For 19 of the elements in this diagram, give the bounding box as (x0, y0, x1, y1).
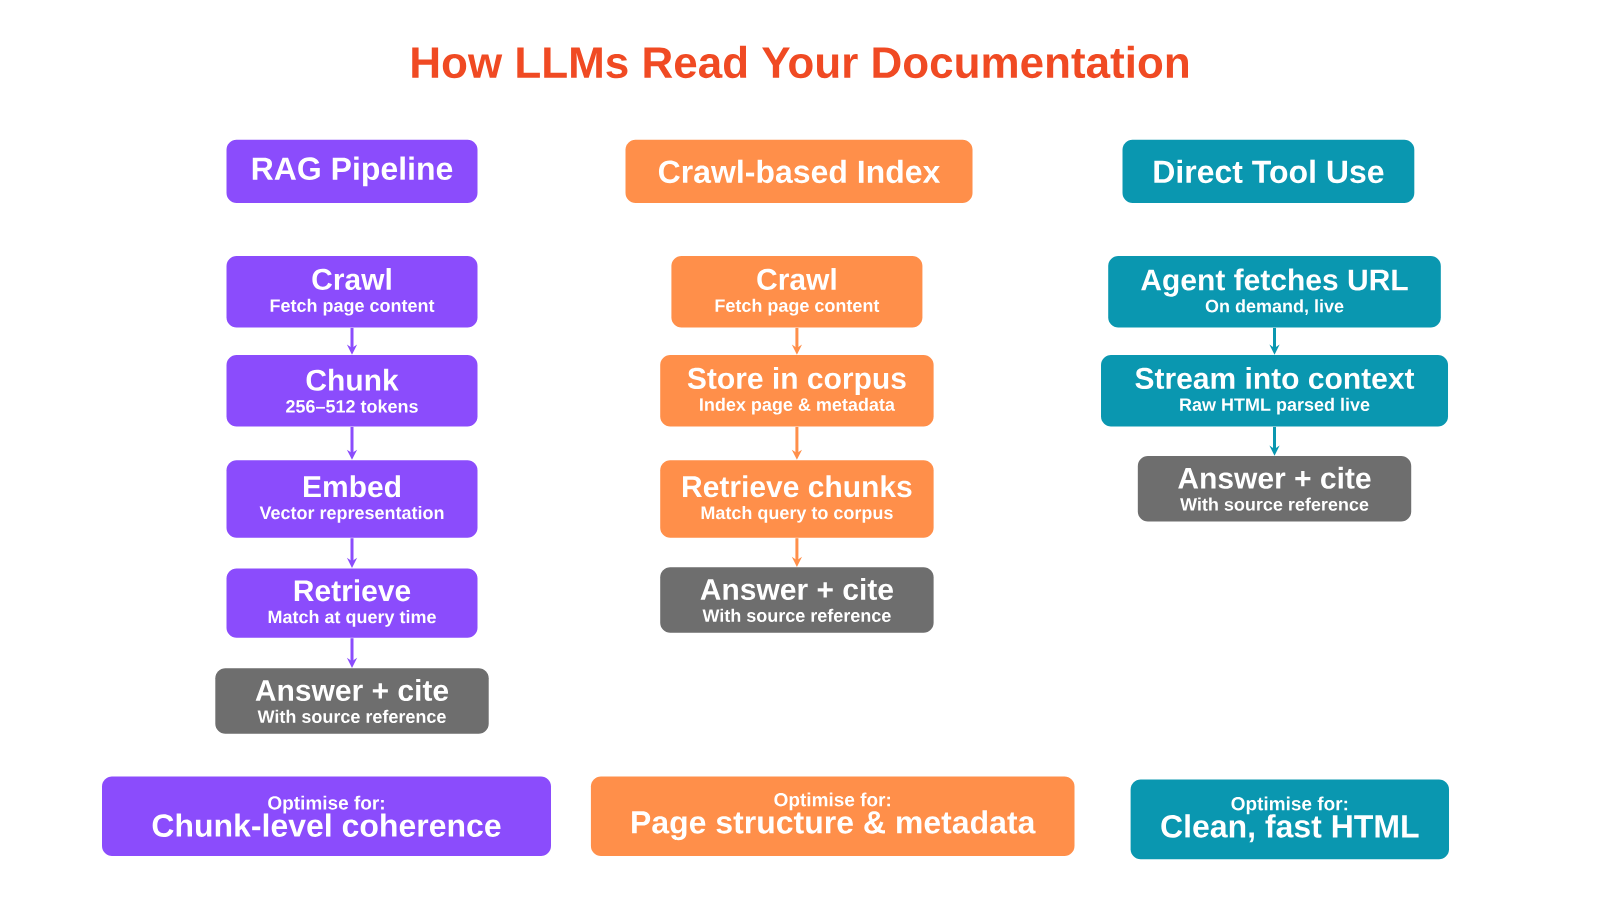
column-header: RAG Pipeline (226, 139, 478, 203)
process-box: Answer + cite With source reference (215, 668, 489, 734)
optimise-box: Optimise for: Page structure & metadata (590, 776, 1075, 857)
process-box: Crawl Fetch page content (671, 256, 923, 328)
process-box: Crawl Fetch page content (226, 256, 478, 328)
process-box: Embed Vector representation (226, 460, 478, 538)
process-box: Store in corpus Index page & metadata (660, 355, 934, 427)
process-box: Retrieve Match at query time (226, 568, 478, 638)
process-box: Retrieve chunks Match query to corpus (660, 460, 934, 538)
optimise-box: Optimise for: Chunk-level coherence (102, 776, 551, 857)
process-box: Answer + cite With source reference (1137, 456, 1412, 522)
process-box: Answer + cite With source reference (660, 567, 934, 633)
title: How LLMs Read Your Documentation (412, 45, 1188, 79)
process-box: Agent fetches URL On demand, live (1108, 256, 1441, 328)
process-box: Chunk 256–512 tokens (226, 355, 478, 427)
optimise-box: Optimise for: Clean, fast HTML (1130, 779, 1449, 860)
column-header: Direct Tool Use (1122, 139, 1415, 203)
column-header: Crawl-based Index (625, 139, 973, 203)
process-box: Stream into context Raw HTML parsed live (1101, 355, 1448, 427)
